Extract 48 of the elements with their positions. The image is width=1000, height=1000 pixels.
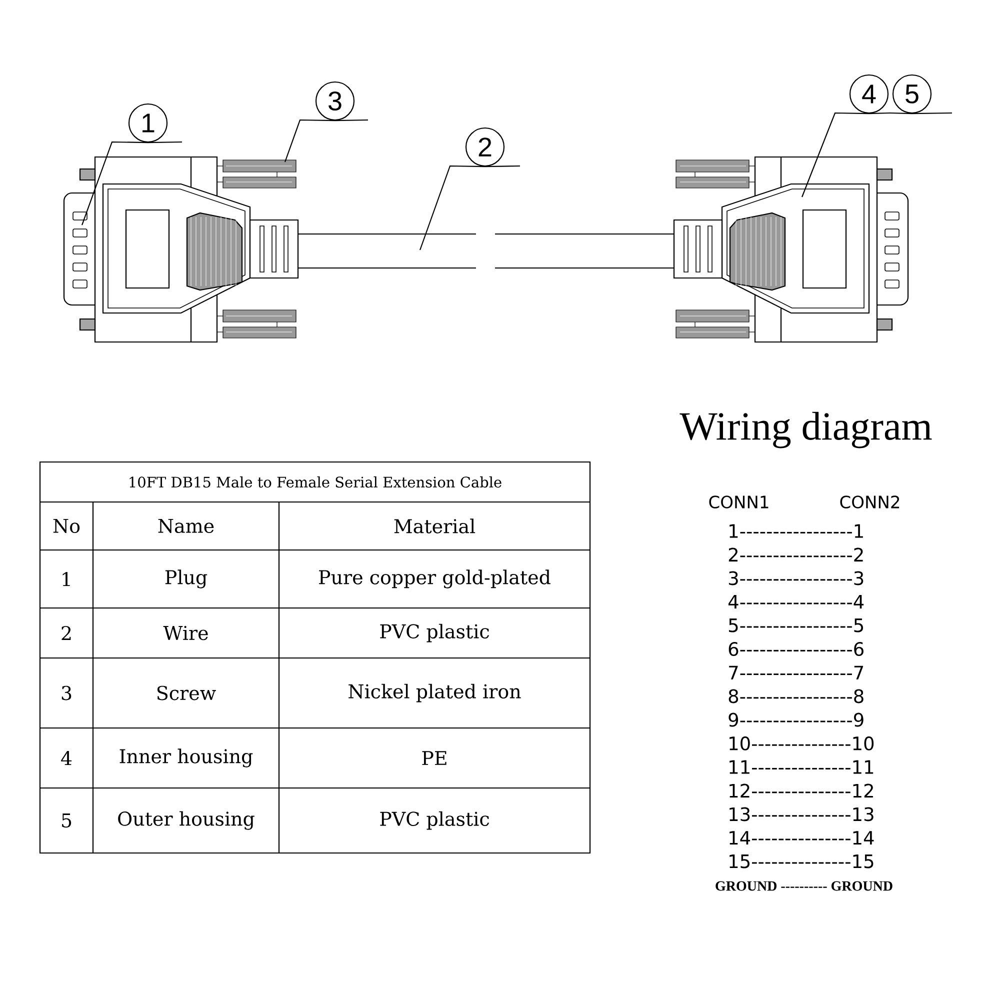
callout-number: 1 xyxy=(128,103,168,143)
pin-mapping: 7-----------------7 xyxy=(729,666,864,680)
table-cell: PVC plastic xyxy=(380,624,489,642)
table-title: 10FT DB15 Male to Female Serial Extension Cable xyxy=(130,476,502,488)
pin-mapping: 6-----------------6 xyxy=(728,642,864,656)
table-cell: Inner housing xyxy=(120,748,253,768)
table-cell: Plug xyxy=(165,570,208,588)
table-cell: No xyxy=(53,518,80,534)
table-cell: PVC plastic xyxy=(380,811,489,830)
table-cell: 2 xyxy=(62,626,71,640)
leader-line xyxy=(420,165,520,250)
pin-mapping: 15---------------15 xyxy=(730,854,874,868)
table-cell: PE xyxy=(422,751,446,765)
callout-number: 2 xyxy=(465,127,505,167)
leader-line xyxy=(284,119,368,162)
table-cell: Screw xyxy=(157,686,216,700)
pin-mapping: 3-----------------3 xyxy=(728,571,864,586)
callout-number: 5 xyxy=(892,74,932,114)
pin-mapping: 4-----------------4 xyxy=(728,595,864,609)
table-cell: 5 xyxy=(62,813,72,828)
heading: Wiring diagram xyxy=(680,412,932,448)
pin-mapping: 5-----------------5 xyxy=(729,618,864,632)
table-cell: Material xyxy=(394,518,476,534)
pin-mapping: 12---------------12 xyxy=(730,784,873,798)
table-cell: Wire xyxy=(163,626,208,640)
pin-mapping: 2-----------------2 xyxy=(728,548,863,562)
table-cell: 4 xyxy=(61,750,72,766)
table-cell: 1 xyxy=(62,572,70,586)
table-cell: 3 xyxy=(62,686,72,700)
pin-mapping: 1-----------------1 xyxy=(730,524,863,538)
table-cell: Outer housing xyxy=(118,811,254,830)
leader-line xyxy=(890,112,952,114)
leader-line xyxy=(81,141,182,226)
leader-line xyxy=(802,112,890,198)
callout-number: 4 xyxy=(849,74,889,114)
pin-mapping: 14---------------14 xyxy=(730,831,874,845)
table-cell: Name xyxy=(158,518,214,534)
table-cell: Pure copper gold-plated xyxy=(319,570,550,588)
callout-number: 3 xyxy=(315,81,355,121)
pin-mapping: 9-----------------9 xyxy=(728,712,864,727)
pin-mapping: GROUND ---------- GROUND xyxy=(716,881,892,891)
pin-mapping: 11---------------11 xyxy=(730,760,874,774)
pin-mapping: 13---------------13 xyxy=(730,807,874,822)
connector-label: CONN1 xyxy=(709,496,768,508)
connector-label: CONN2 xyxy=(840,496,900,508)
table-cell: Nickel plated iron xyxy=(348,684,521,702)
pin-mapping: 10---------------10 xyxy=(730,736,874,750)
pin-mapping: 8-----------------8 xyxy=(728,689,864,704)
